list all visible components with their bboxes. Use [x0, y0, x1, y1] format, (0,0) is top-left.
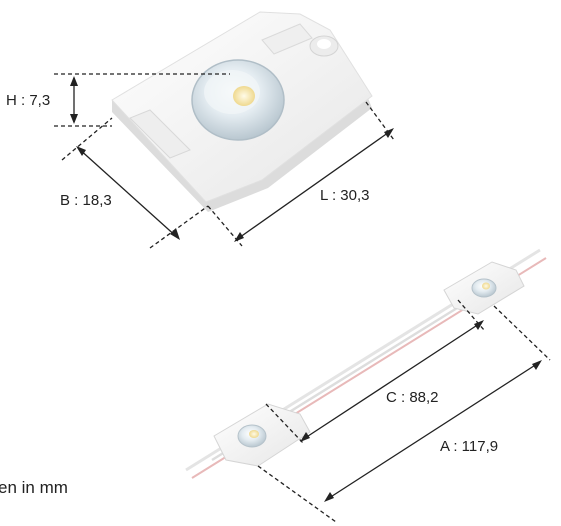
small-module-front	[213, 403, 311, 467]
dimension-width	[61, 117, 209, 249]
units-footnote: en in mm	[0, 478, 68, 497]
label-total: A : 117,9	[440, 438, 499, 455]
top-groove	[261, 23, 313, 55]
large-module-side	[112, 98, 372, 212]
small-chip-front	[249, 430, 259, 438]
dimension-length	[207, 101, 395, 247]
mounting-hole-inner	[317, 39, 331, 49]
label-height: H : 7,3	[6, 92, 51, 109]
dimension-total	[257, 305, 551, 523]
module-string	[185, 248, 547, 479]
label-width: B : 18,3	[60, 192, 112, 209]
dimension-height	[54, 73, 230, 127]
large-led-module	[111, 11, 373, 212]
front-groove	[129, 109, 191, 159]
label-pitch: C : 88,2	[386, 389, 439, 406]
small-module-back	[443, 261, 525, 315]
small-chip-back	[482, 282, 490, 290]
led-chip	[233, 86, 255, 106]
label-length: L : 30,3	[320, 187, 370, 204]
dimension-pitch	[265, 299, 485, 445]
